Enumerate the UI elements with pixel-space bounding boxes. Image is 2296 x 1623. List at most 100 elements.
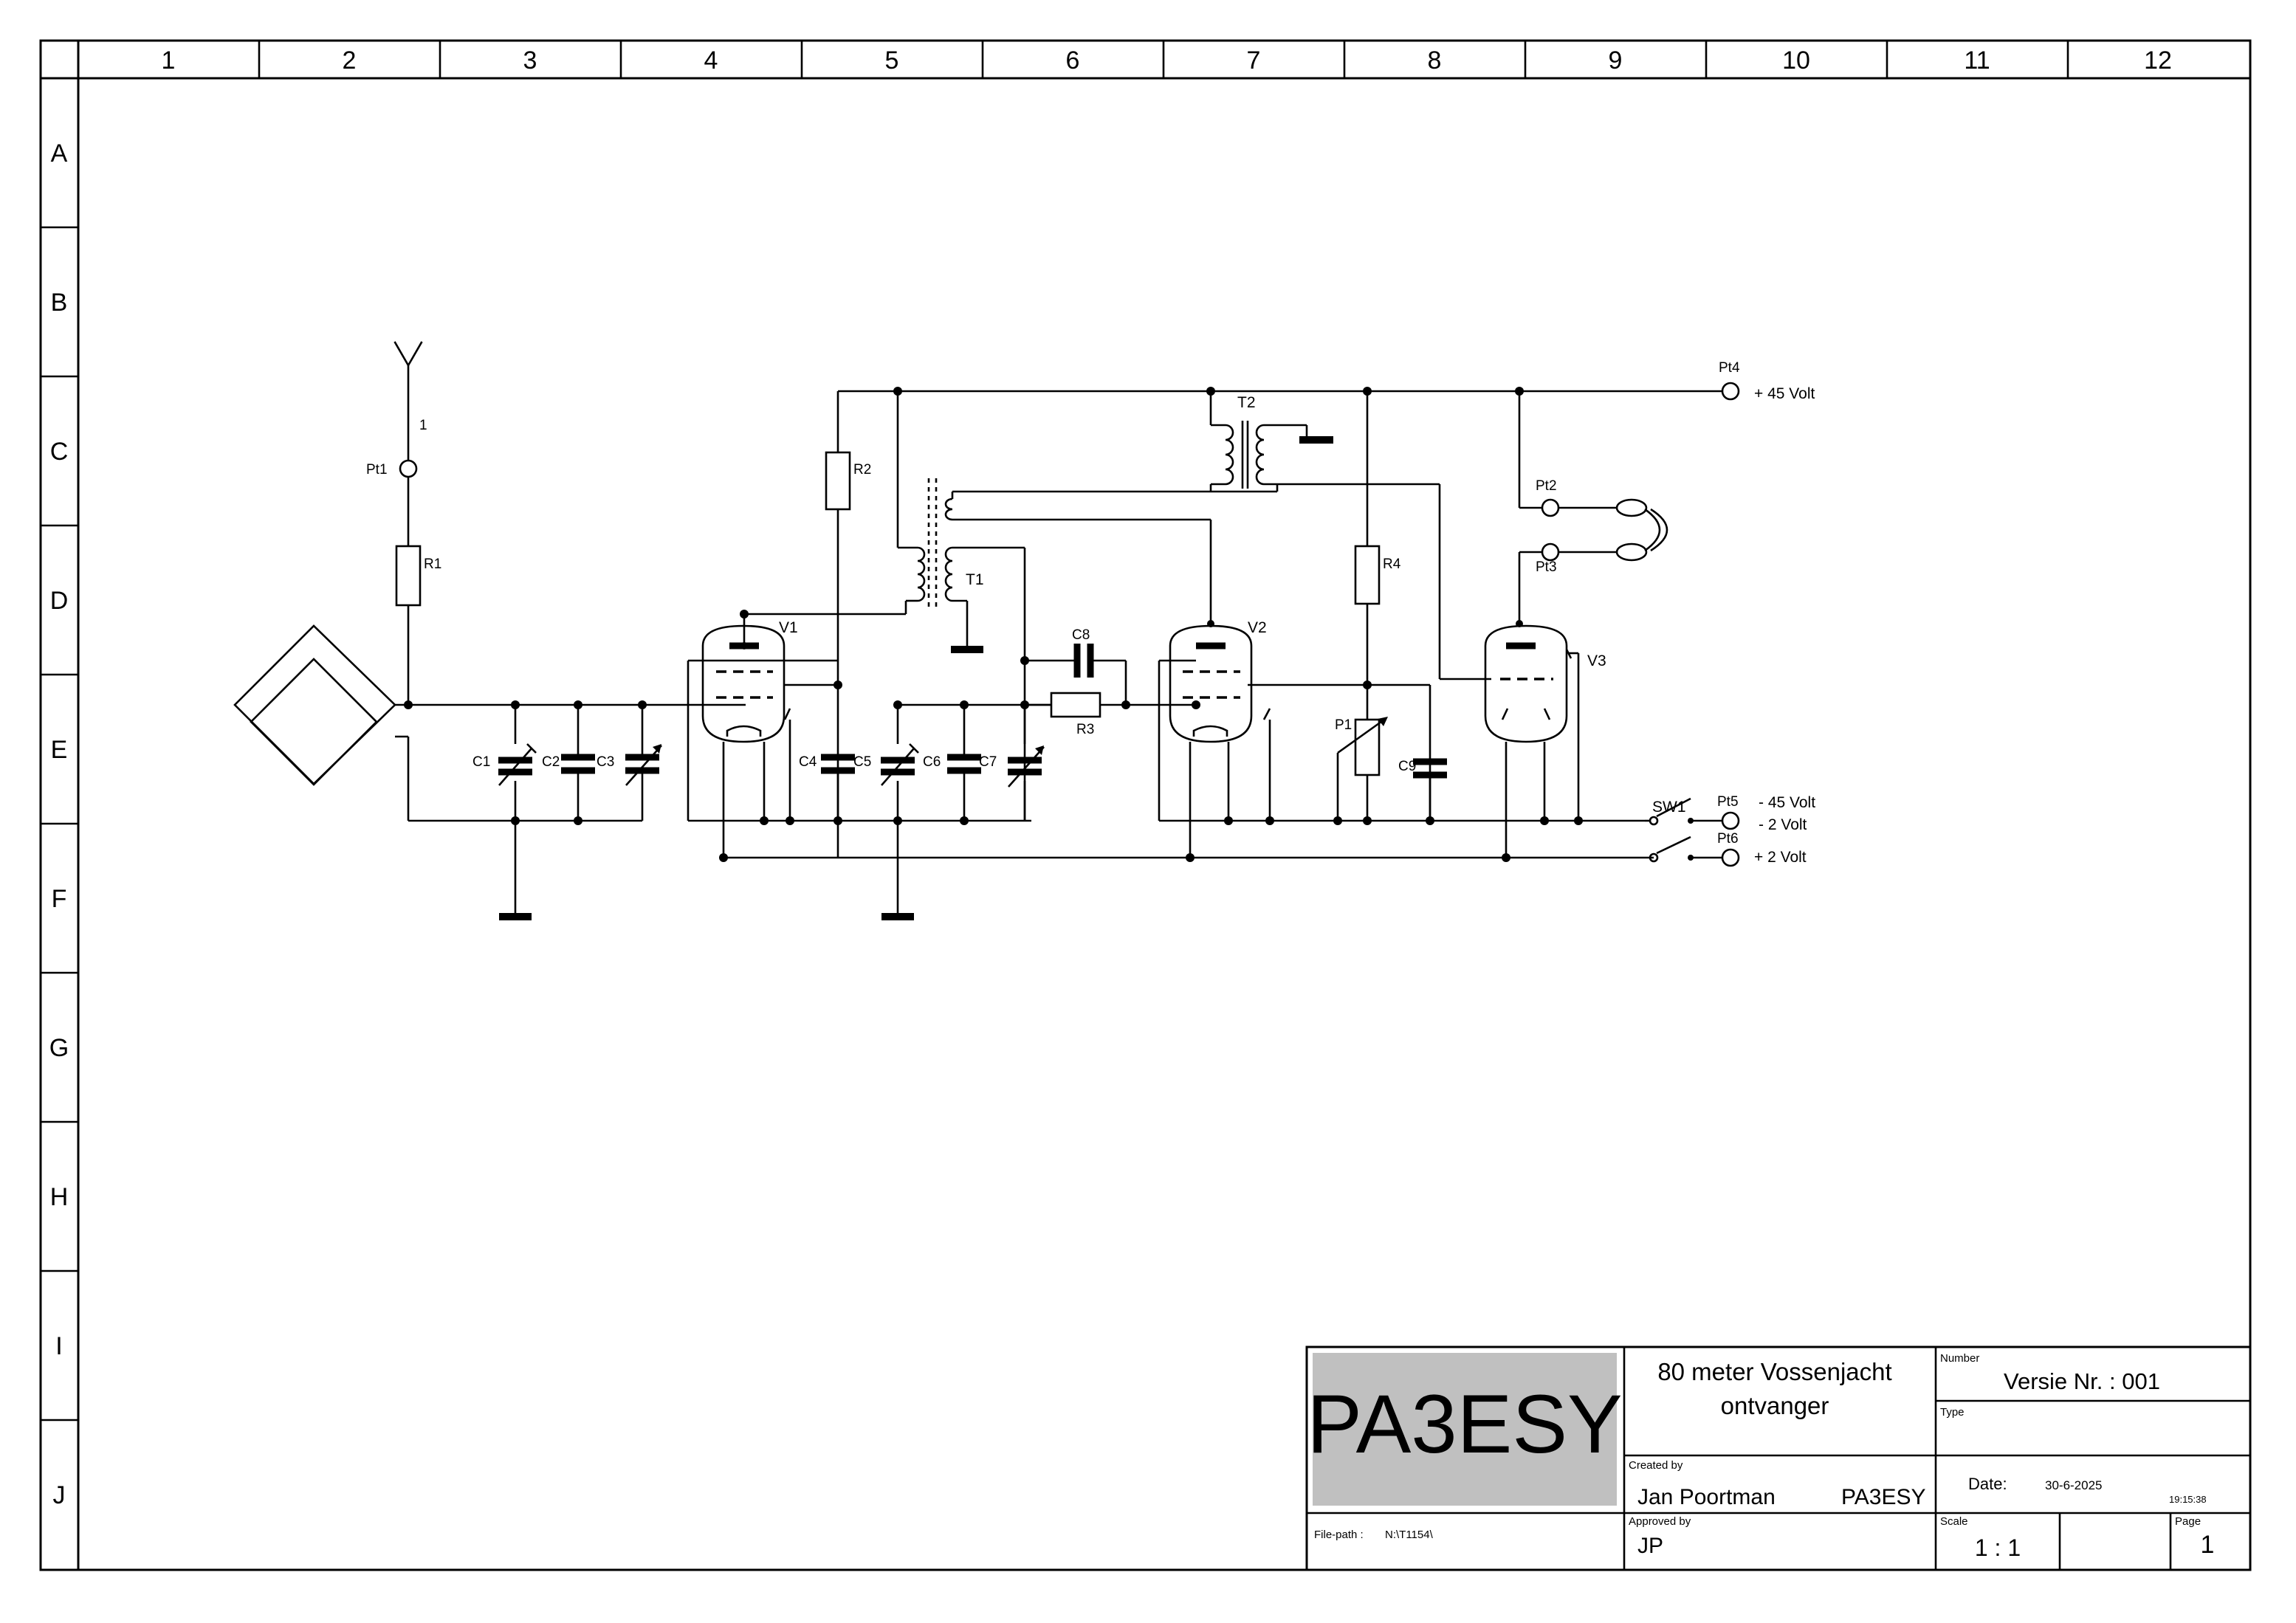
resistor-r2 [825,451,851,511]
c9-label: C9 [1398,759,1416,774]
row-label: G [49,1034,69,1062]
resistor-r3 [1050,692,1101,718]
row-label: J [53,1481,66,1509]
row-label: D [50,587,69,615]
minus2-label: - 2 Volt [1759,816,1807,833]
terminal-pt3[interactable] [1541,542,1560,562]
date-label: Date: [1968,1475,2007,1493]
col-label: 8 [1428,46,1442,75]
terminal-pt5[interactable] [1721,811,1740,830]
filepath-label: File-path : [1314,1529,1364,1541]
potentiometer-p1 [1337,717,1388,776]
row-label: B [51,289,68,317]
minus45-label: - 45 Volt [1759,794,1815,811]
col-label: 9 [1609,46,1623,75]
type-label: Type [1940,1406,1965,1419]
terminal-pt4[interactable] [1721,382,1740,401]
capacitor-c8 [1073,644,1094,678]
col-label: 11 [1964,46,1990,75]
r3-label: R3 [1076,722,1094,737]
sw1-label: SW1 [1652,799,1686,816]
title-block [1305,1345,2252,1571]
headphone-icon [1615,498,1668,562]
col-label: 12 [2144,46,2172,75]
approved-by-value: JP [1637,1534,1663,1558]
transformer-t2 [1225,421,1265,489]
c4-label: C4 [799,754,817,770]
capacitor-c2 [561,754,595,774]
drawing-subtitle: ontvanger [1721,1392,1829,1419]
resistor-r1 [395,545,422,607]
c3-label: C3 [597,754,614,770]
antenna-pin-label: 1 [419,418,427,433]
col-label: 6 [1066,46,1080,75]
switch-contact [1688,855,1694,861]
version-number: Versie Nr. : 001 [2004,1368,2160,1394]
capacitor-c5 [881,743,919,786]
v3-label: V3 [1587,652,1606,669]
capacitor-c6 [947,754,981,774]
row-label: H [50,1183,69,1211]
t2-label: T2 [1237,394,1256,411]
row-label: C [50,438,69,466]
resistor-r4 [1354,545,1381,605]
col-label: 7 [1247,46,1261,75]
junction-dots [404,387,1583,862]
pt5-label: Pt5 [1717,794,1739,810]
plus45-label: + 45 Volt [1754,385,1815,402]
wiring [395,365,1722,917]
row-label: E [51,736,68,764]
filepath-value: N:\T1154\ [1385,1529,1434,1541]
loop-antenna-icon [233,624,396,786]
drawing-title: 80 meter Vossenjacht [1657,1358,1891,1385]
pt2-label: Pt2 [1536,478,1557,494]
page-value: 1 [2201,1531,2215,1559]
created-by-label: Created by [1629,1459,1683,1472]
number-label: Number [1940,1352,1979,1365]
row-label: A [51,139,68,168]
r2-label: R2 [853,462,871,478]
pt4-label: Pt4 [1719,360,1740,376]
r1-label: R1 [424,556,441,572]
company-logo: PA3ESY [1307,1378,1623,1470]
terminal-pt1[interactable] [399,459,418,478]
terminal-pt6[interactable] [1721,848,1740,867]
v2-label: V2 [1248,619,1267,636]
approved-by-label: Approved by [1629,1515,1691,1528]
pt6-label: Pt6 [1717,831,1739,847]
col-label: 10 [1782,46,1810,75]
plus2-label: + 2 Volt [1754,849,1807,866]
scale-label: Scale [1940,1515,1968,1528]
row-label: F [52,885,67,913]
col-label: 2 [343,46,357,75]
col-label: 1 [162,46,176,75]
col-label: 4 [704,46,718,75]
c5-label: C5 [853,754,871,770]
created-by-name: Jan Poortman [1637,1485,1776,1509]
c6-label: C6 [923,754,941,770]
switch-contact [1649,816,1659,826]
col-label: 3 [523,46,537,75]
r4-label: R4 [1383,556,1401,572]
time-value: 19:15:38 [2169,1494,2207,1505]
c2-label: C2 [542,754,560,770]
transformer-t1 [917,478,953,607]
date-value: 30-6-2025 [2045,1478,2103,1492]
switch-contact [1649,852,1659,863]
antenna-icon [393,341,423,366]
tube-v1 [701,624,791,743]
switch-contact [1688,818,1694,824]
v1-label: V1 [779,619,798,636]
capacitor-c3 [625,744,662,786]
terminal-pt2[interactable] [1541,498,1560,517]
row-label: I [55,1332,62,1360]
p1-label: P1 [1335,717,1352,733]
tube-v2 [1169,624,1271,743]
t1-label: T1 [966,571,984,588]
created-by-call: PA3ESY [1841,1485,1926,1509]
c7-label: C7 [979,754,997,770]
pt1-label: Pt1 [366,462,388,478]
c8-label: C8 [1072,627,1090,643]
pt3-label: Pt3 [1536,559,1557,575]
